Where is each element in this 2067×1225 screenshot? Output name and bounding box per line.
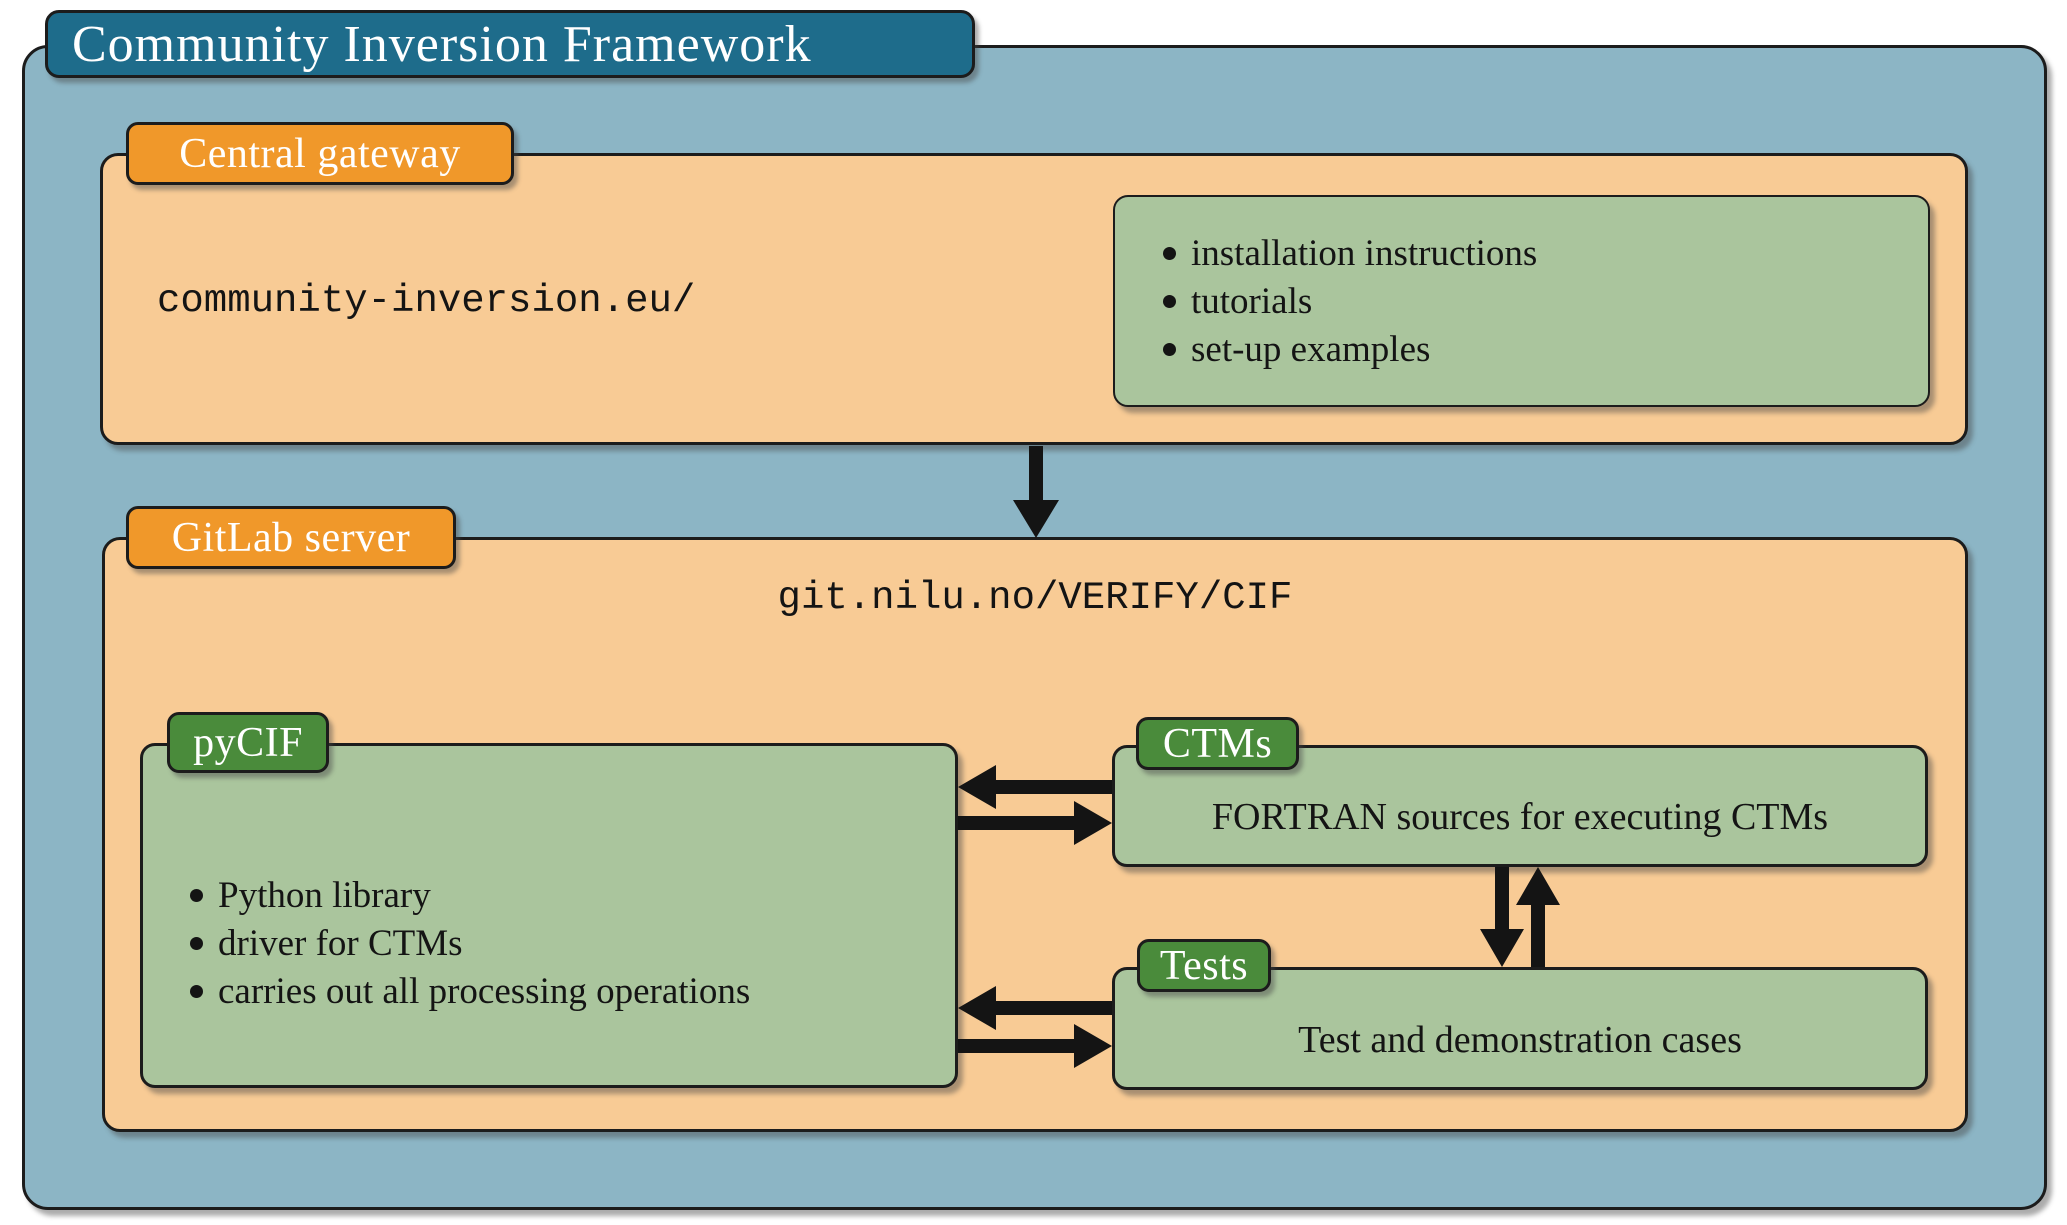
gateway-resources-panel: [1113, 195, 1930, 407]
list-item: set-up examples: [1163, 325, 1930, 373]
bullet-icon: [190, 889, 203, 902]
arrow-pycif-to-tests-icon: [958, 1024, 1112, 1068]
framework-title: Community Inversion Framework: [45, 10, 975, 78]
list-item: installation instructions: [1163, 229, 1930, 277]
pycif-label: pyCIF: [167, 712, 329, 773]
list-item-text: tutorials: [1191, 280, 1313, 322]
bullet-icon: [190, 937, 203, 950]
list-item: tutorials: [1163, 277, 1930, 325]
pycif-panel: [140, 743, 958, 1088]
tests-label: Tests: [1137, 939, 1271, 992]
arrow-tests-to-ctms-icon: [1516, 867, 1560, 967]
list-item-text: Python library: [218, 875, 431, 916]
ctms-label: CTMs: [1136, 717, 1299, 770]
tests-description: Test and demonstration cases: [1298, 1019, 1742, 1061]
bullet-icon: [1163, 246, 1176, 260]
gitlab-repo-path: git.nilu.no/VERIFY/CIF: [777, 576, 1293, 620]
list-item: driver for CTMs: [190, 920, 958, 968]
list-item-text: set-up examples: [1191, 328, 1431, 370]
arrow-gateway-to-gitlab-icon: [1013, 446, 1059, 538]
central-gateway-label: Central gateway: [126, 122, 514, 185]
bullet-icon: [1163, 294, 1176, 308]
bullet-icon: [1163, 342, 1176, 356]
arrow-ctms-to-tests-icon: [1480, 867, 1524, 967]
gateway-resources-list: installation instructions tutorials set-…: [1113, 195, 1930, 407]
central-gateway-url: community-inversion.eu/: [157, 279, 696, 323]
list-item: Python library: [190, 872, 958, 920]
list-item: carries out all processing operations: [190, 968, 958, 1016]
arrow-pycif-to-ctms-icon: [958, 801, 1112, 845]
gitlab-server-label: GitLab server: [126, 506, 456, 569]
arrow-tests-to-pycif-icon: [958, 986, 1112, 1030]
bullet-icon: [190, 985, 203, 998]
list-item-text: installation instructions: [1191, 232, 1538, 274]
list-item-text: driver for CTMs: [218, 923, 463, 964]
arrow-ctms-to-pycif-icon: [958, 765, 1112, 809]
ctms-description: FORTRAN sources for executing CTMs: [1211, 796, 1829, 838]
pycif-features-list: Python library driver for CTMs carries o…: [140, 743, 958, 1088]
list-item-text: carries out all processing operations: [218, 971, 751, 1012]
